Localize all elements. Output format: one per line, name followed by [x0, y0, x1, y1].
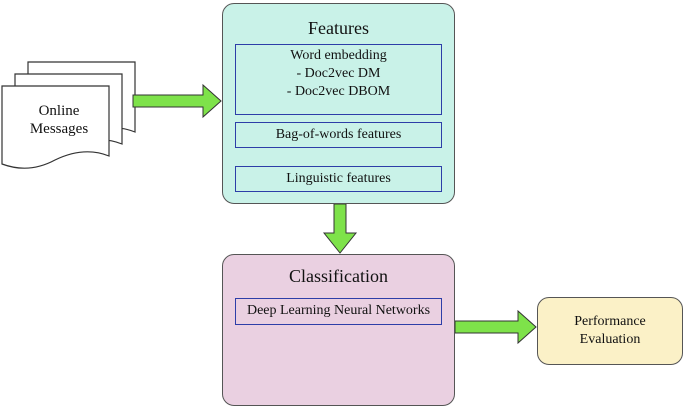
input-label-line1: Online [38, 103, 80, 119]
word-embedding-text: Word embedding - Doc2vec DM - Doc2vec DB… [235, 47, 442, 101]
performance-line2: Evaluation [579, 332, 641, 347]
doc2vec-dm-item: - Doc2vec DM [296, 66, 381, 81]
classification-title: Classification [289, 266, 388, 286]
bag-of-words-label: Bag-of-words features [275, 127, 402, 142]
performance-line1: Performance [574, 314, 646, 329]
documents-stack-icon [1, 61, 136, 169]
word-embedding-box [235, 44, 442, 115]
features-title: Features [308, 18, 369, 38]
word-embedding-title: Word embedding [290, 48, 387, 63]
deep-learning-label: Deep Learning Neural Networks [246, 303, 431, 318]
doc2vec-dbom-item: - Doc2vec DBOM [286, 84, 391, 99]
bag-of-words-box [235, 122, 442, 148]
input-label-line2: Messages [29, 121, 89, 137]
input-label: Online Messages [14, 102, 104, 138]
arrow-features-to-classification [322, 203, 358, 254]
performance-evaluation-panel [537, 297, 683, 365]
deep-learning-box [235, 298, 442, 325]
performance-evaluation-label: Performance Evaluation [537, 313, 683, 349]
arrow-classification-to-performance [454, 309, 537, 345]
features-panel [222, 3, 455, 204]
linguistic-features-label: Linguistic features [286, 171, 391, 186]
linguistic-features-box [235, 166, 442, 192]
classification-panel [222, 254, 455, 406]
arrow-input-to-features [132, 83, 222, 119]
